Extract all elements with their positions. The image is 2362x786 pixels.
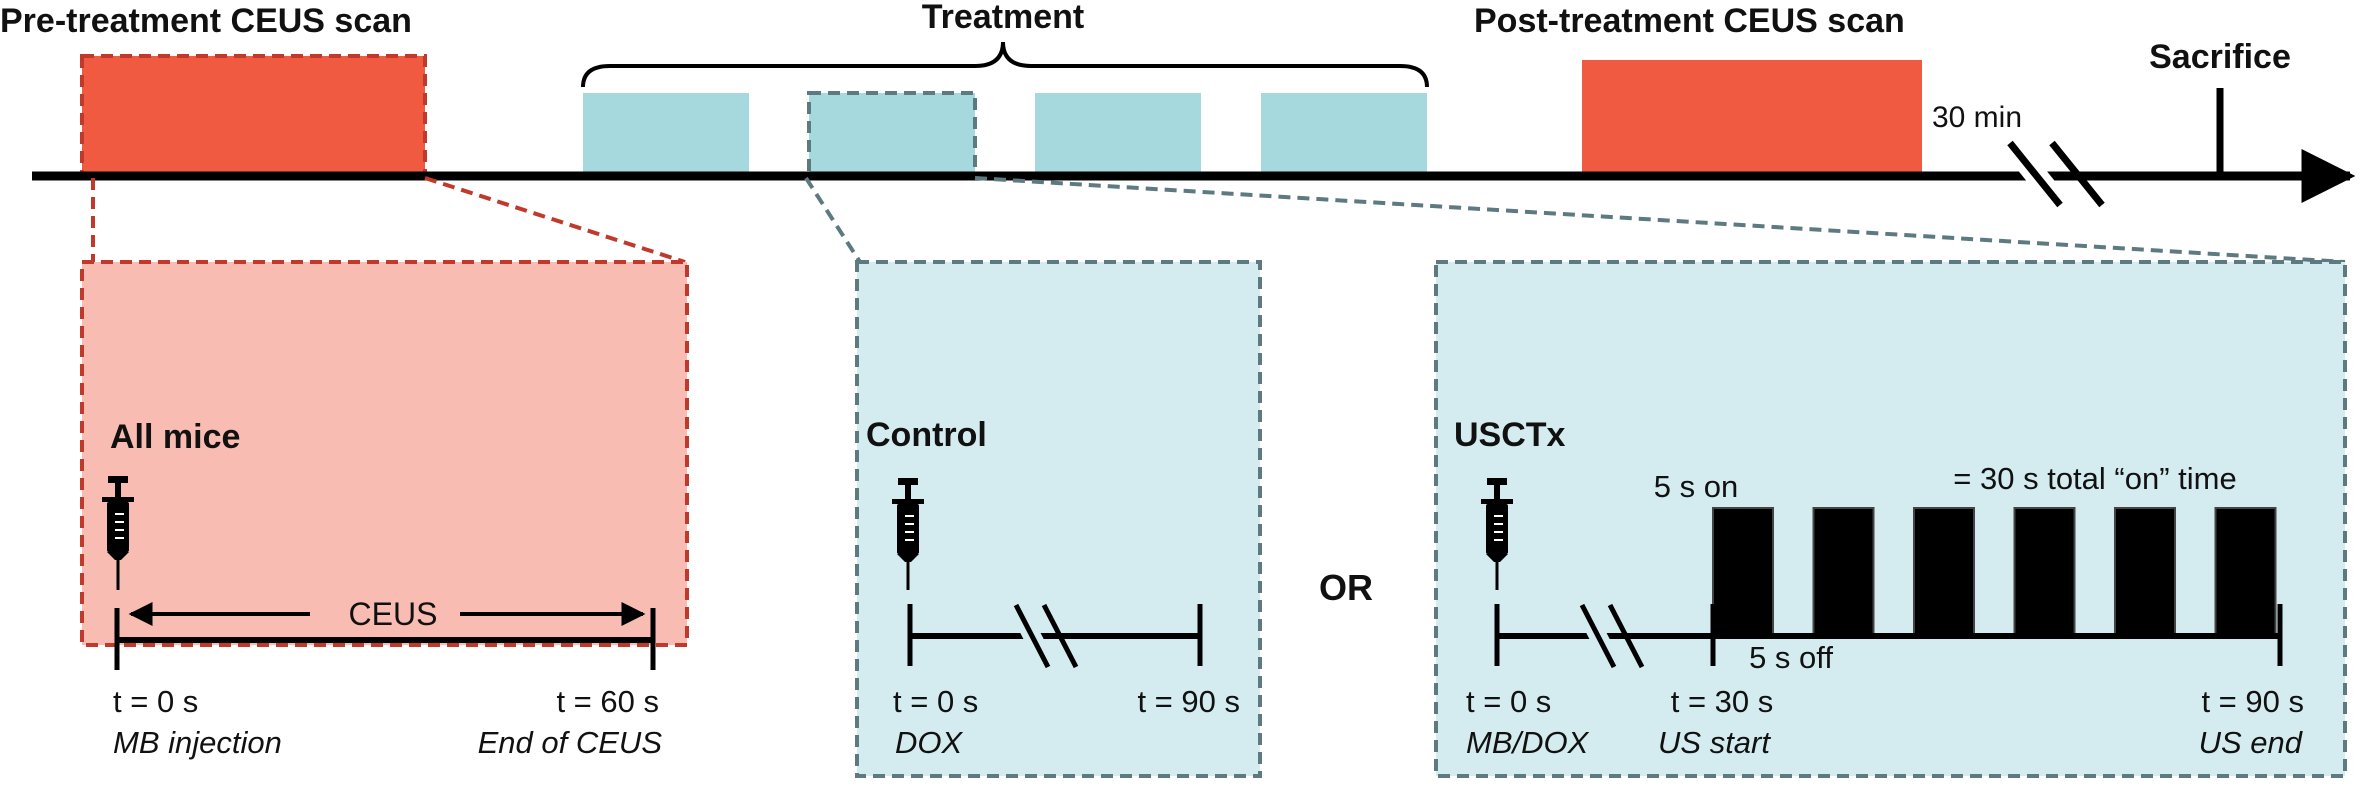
treatment-brace [581, 41, 1429, 88]
pre-treatment-ceus-block [82, 56, 425, 175]
post-treatment-ceus-block [1582, 60, 1922, 175]
usctx-t-end-event: US end [2199, 725, 2304, 760]
zoom-connector-left [424, 176, 686, 264]
usctx-off-label: 5 s off [1749, 640, 1833, 675]
all-mice-t-end: t = 60 s [556, 684, 659, 719]
usctx-t-end: t = 90 s [2201, 684, 2304, 719]
control-t-start-event: DOX [895, 725, 964, 760]
sacrifice-label: Sacrifice [2149, 38, 2291, 76]
zoom-connector-treatment [804, 176, 862, 264]
usctx-on-label: 5 s on [1654, 469, 1738, 504]
treatment-session-block [1261, 93, 1427, 175]
usctx-pulses [1712, 507, 2277, 637]
usctx-panel [1434, 260, 2347, 778]
pre-treatment-label: Pre-treatment CEUS scan [0, 2, 412, 40]
usctx-title: USCTx [1454, 416, 1566, 454]
us-pulse-on [2214, 507, 2277, 637]
usctx-t-start: t = 0 s [1466, 684, 1551, 719]
or-label: OR [1319, 567, 1373, 608]
treatment-sessions [583, 91, 1427, 177]
all-mice-title: All mice [110, 418, 240, 456]
usctx-total-label: = 30 s total “on” time [1953, 461, 2236, 496]
syringe-icon [892, 478, 924, 590]
axis-break-icon [1574, 600, 1645, 672]
treatment-session-block [583, 93, 749, 175]
control-t-start: t = 0 s [893, 684, 978, 719]
us-pulse-on [1913, 507, 1975, 637]
us-pulse-on [1712, 507, 1774, 637]
ceus-span-label: CEUS [349, 596, 438, 632]
control-panel [855, 260, 1262, 778]
all-mice-t-start: t = 0 s [113, 684, 198, 719]
usctx-t-start-event: MB/DOX [1466, 725, 1590, 760]
axis-break-icon [2001, 136, 2105, 212]
zoom-connector-treatment [974, 176, 2346, 264]
axis-break-icon [1008, 600, 1079, 672]
treatment-label: Treatment [922, 0, 1085, 36]
all-mice-panel [80, 260, 689, 647]
all-mice-t-end-event: End of CEUS [478, 725, 663, 760]
syringe-icon [1481, 478, 1513, 590]
usctx-t-mid-event: US start [1658, 725, 1771, 760]
usctx-t-mid: t = 30 s [1671, 684, 1774, 719]
delay-label: 30 min [1932, 101, 2022, 134]
post-treatment-label: Post-treatment CEUS scan [1474, 2, 1905, 40]
treatment-session-block [809, 93, 975, 175]
control-t-end: t = 90 s [1137, 684, 1240, 719]
control-title: Control [866, 416, 987, 454]
syringe-icon [102, 476, 134, 590]
treatment-session-block [1035, 93, 1201, 175]
us-pulse-on [2114, 507, 2176, 637]
us-pulse-on [1812, 507, 1875, 637]
us-pulse-on [2013, 507, 2076, 637]
all-mice-t-start-event: MB injection [113, 725, 282, 760]
